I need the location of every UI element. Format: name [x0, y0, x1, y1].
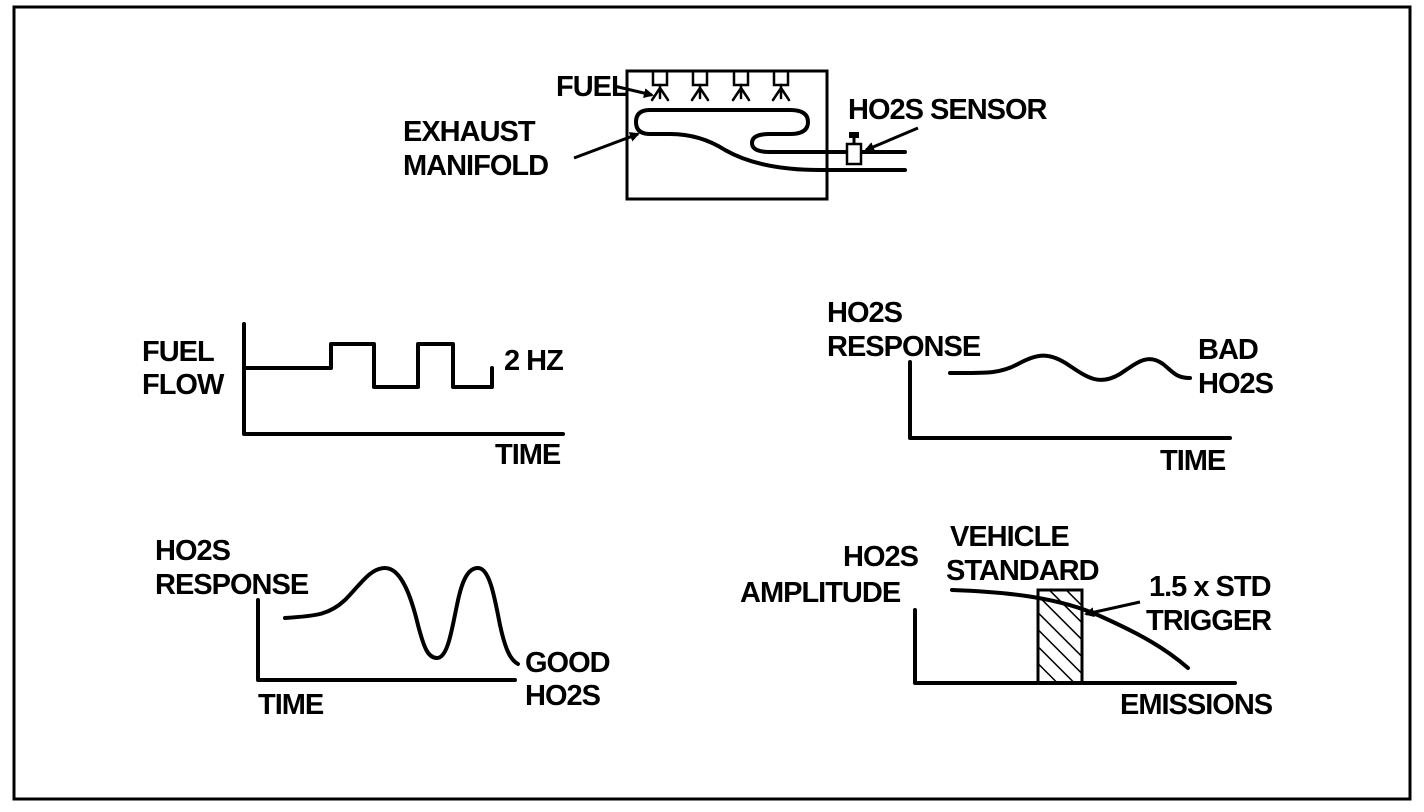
bad-ho2s-chart: HO2S RESPONSE BAD HO2S TIME — [827, 297, 1275, 477]
amplitude-axes — [913, 608, 1237, 685]
amplitude-decay-curve — [950, 588, 1190, 670]
bad-ho2s-response-curve — [948, 353, 1192, 382]
bad-ho2s-axes — [908, 360, 1232, 440]
sensor-label: HO2S SENSOR — [848, 94, 1048, 126]
good-ho2s-ylabel-line2: RESPONSE — [155, 569, 309, 601]
trigger-arrow — [1084, 600, 1141, 618]
fuel-flow-square-wave — [242, 342, 494, 389]
good-ho2s-chart: HO2S RESPONSE GOOD HO2S TIME — [155, 535, 611, 721]
manifold-arrow — [573, 132, 640, 160]
frequency-label: 2 HZ — [504, 345, 563, 377]
amplitude-ylabel-line1: HO2S — [843, 541, 919, 573]
amplitude-ylabel-line2: AMPLITUDE — [740, 577, 901, 609]
amplitude-chart: HO2S AMPLITUDE VEHICLE STANDARD 1.5 x ST… — [740, 521, 1274, 721]
fuel-flow-axes — [242, 322, 565, 436]
good-ho2s-ylabel-line1: HO2S — [155, 535, 231, 567]
fuel-injector-icon — [650, 69, 670, 102]
good-ho2s-annotation-line2: HO2S — [525, 680, 601, 712]
amplitude-xlabel: EMISSIONS — [1120, 689, 1273, 721]
sensor-arrow — [864, 126, 919, 152]
fuel-arrow — [613, 84, 654, 99]
good-ho2s-axes — [256, 598, 517, 682]
engine-block — [625, 69, 829, 201]
bad-ho2s-xlabel: TIME — [1160, 445, 1226, 477]
exhaust-manifold — [634, 108, 907, 172]
exhaust-label: EXHAUST — [403, 116, 536, 148]
fuel-injector-icon — [690, 69, 710, 102]
good-ho2s-response-curve — [283, 566, 520, 666]
manifold-label: MANIFOLD — [403, 150, 548, 182]
fuel-injector-icon — [771, 69, 791, 102]
bad-ho2s-ylabel-line1: HO2S — [827, 297, 903, 329]
fuel-flow-xlabel: TIME — [495, 439, 561, 471]
fuel-label: FUEL — [556, 71, 628, 103]
vehicle-standard-label-line2: STANDARD — [946, 555, 1099, 587]
fuel-flow-ylabel-line2: FLOW — [142, 369, 225, 401]
fuel-injector-icon — [731, 69, 751, 102]
fuel-flow-chart: FUEL FLOW 2 HZ TIME — [142, 322, 565, 471]
fuel-flow-ylabel-line1: FUEL — [142, 336, 214, 368]
outer-frame — [12, 5, 1412, 801]
bad-ho2s-ylabel-line2: RESPONSE — [827, 331, 981, 363]
good-ho2s-xlabel: TIME — [258, 689, 324, 721]
ho2s-sensor-icon — [845, 132, 863, 166]
good-ho2s-annotation-line1: GOOD — [525, 647, 610, 679]
bad-ho2s-annotation-line2: HO2S — [1198, 368, 1274, 400]
trigger-label-line1: 1.5 x STD — [1149, 571, 1271, 603]
vehicle-standard-label-line1: VEHICLE — [950, 521, 1069, 553]
trigger-label-line2: TRIGGER — [1146, 605, 1272, 637]
engine-diagram: FUEL EXHAUST MANIFOLD HO2S SENSOR — [403, 69, 1049, 201]
bad-ho2s-annotation-line1: BAD — [1198, 334, 1258, 366]
